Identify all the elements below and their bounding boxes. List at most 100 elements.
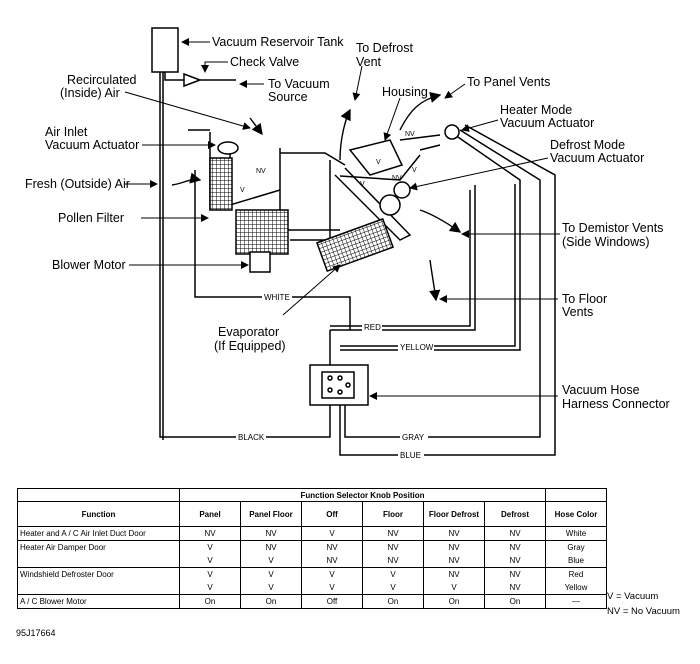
mark-nv-defrost: NV bbox=[392, 175, 402, 182]
defrost-mode-actuator bbox=[393, 181, 411, 199]
label-pollen-filter: Pollen Filter bbox=[58, 211, 124, 225]
value-text: NV bbox=[509, 543, 521, 552]
hose-label-red: RED bbox=[364, 323, 381, 332]
hose-color-text: Yellow bbox=[564, 583, 588, 592]
value-text: V bbox=[207, 583, 213, 592]
value-text: On bbox=[509, 597, 521, 606]
table-corner bbox=[17, 488, 180, 502]
hose-color-text: Gray bbox=[567, 543, 585, 552]
figure-code: 95J17664 bbox=[16, 628, 56, 638]
table-header-cell: Floor Defrost bbox=[423, 501, 485, 527]
value-text: NV bbox=[448, 556, 460, 565]
label-evaporator-1: Evaporator bbox=[218, 325, 279, 339]
value-text: V bbox=[268, 583, 274, 592]
heater-mode-actuator bbox=[444, 124, 460, 140]
mark-v-inlet: V bbox=[240, 187, 245, 194]
value-text: On bbox=[387, 597, 399, 606]
value-text: NV bbox=[448, 543, 460, 552]
mark-v-heater: V bbox=[376, 159, 381, 166]
value-cell: On bbox=[423, 594, 485, 609]
blower-fan bbox=[235, 209, 289, 255]
label-defrost-mode-1: Defrost Mode bbox=[550, 138, 625, 152]
label-panel-vents: To Panel Vents bbox=[467, 75, 550, 89]
table-header-cell: Panel Floor bbox=[240, 501, 302, 527]
mark-nv-inlet: NV bbox=[256, 168, 266, 175]
blue-hose bbox=[339, 124, 556, 456]
legend-vacuum: V = Vacuum bbox=[607, 591, 659, 602]
hose-color-cell: — bbox=[545, 594, 607, 609]
value-text: V bbox=[390, 570, 396, 579]
label-floor-vents-1: To Floor bbox=[562, 292, 607, 306]
value-cell: NV bbox=[362, 526, 424, 541]
table-header-cell: Defrost bbox=[484, 501, 546, 527]
table-group-header: Function Selector Knob Position bbox=[179, 488, 546, 502]
label-floor-vents-2: Vents bbox=[562, 305, 593, 319]
value-text: NV bbox=[448, 570, 460, 579]
value-text: NV bbox=[204, 529, 216, 538]
hose-label-gray: GRAY bbox=[402, 433, 425, 442]
value-text: NV bbox=[265, 543, 277, 552]
label-defrost-vent-1: To Defrost bbox=[356, 41, 413, 55]
value-cell: On bbox=[240, 594, 302, 609]
value-text: NV bbox=[509, 556, 521, 565]
value-cell: NV bbox=[179, 526, 241, 541]
housing-door bbox=[348, 139, 404, 176]
table-header-cell: Hose Color bbox=[545, 501, 607, 527]
value-text: V bbox=[390, 583, 396, 592]
label-air-inlet-1: Air Inlet bbox=[45, 125, 88, 139]
value-text: On bbox=[448, 597, 460, 606]
mark-v-housing: V bbox=[360, 181, 365, 188]
value-cell: NV bbox=[484, 526, 546, 541]
hose-color-text: Blue bbox=[567, 556, 584, 565]
label-air-inlet-2: Vacuum Actuator bbox=[45, 138, 139, 152]
function-cell: Heater Air Damper Door bbox=[17, 540, 180, 568]
value-text: V bbox=[207, 556, 213, 565]
label-to-vacuum-2: Source bbox=[268, 90, 308, 104]
value-text: NV bbox=[448, 529, 460, 538]
air-inlet-actuator bbox=[217, 141, 239, 155]
value-text: NV bbox=[387, 556, 399, 565]
hose-label-yellow: YELLOW bbox=[400, 343, 434, 352]
label-recirculated-2: (Inside) Air bbox=[60, 86, 120, 100]
label-heater-mode-1: Heater Mode bbox=[500, 103, 572, 117]
label-evaporator-2: (If Equipped) bbox=[214, 339, 286, 353]
label-demistor-1: To Demistor Vents bbox=[562, 221, 663, 235]
value-text: V bbox=[268, 570, 274, 579]
label-fresh-air: Fresh (Outside) Air bbox=[25, 177, 130, 191]
hose-color-text: White bbox=[565, 529, 587, 538]
label-demistor-2: (Side Windows) bbox=[562, 235, 650, 249]
value-text: NV bbox=[387, 543, 399, 552]
label-blower-motor: Blower Motor bbox=[52, 258, 126, 272]
value-text: V bbox=[451, 583, 457, 592]
vacuum-system-diagram: Vacuum Reservoir Tank Check Valve To Vac… bbox=[25, 27, 670, 460]
label-defrost-mode-2: Vacuum Actuator bbox=[550, 151, 644, 165]
label-recirculated-1: Recirculated bbox=[67, 73, 137, 87]
mark-v-defrost: V bbox=[412, 167, 417, 174]
label-vacuum-reservoir-tank: Vacuum Reservoir Tank bbox=[212, 35, 344, 49]
value-text: NV bbox=[509, 583, 521, 592]
value-text: Off bbox=[326, 597, 338, 606]
value-text: V bbox=[207, 543, 213, 552]
value-text: NV bbox=[387, 529, 399, 538]
value-cell: V bbox=[301, 526, 363, 541]
value-text: On bbox=[204, 597, 216, 606]
function-cell: Windshield Defroster Door bbox=[17, 567, 180, 595]
value-cell: NV NV bbox=[484, 540, 546, 568]
hose-color-text: — bbox=[572, 597, 580, 606]
label-check-valve: Check Valve bbox=[230, 55, 299, 69]
gray-hose bbox=[344, 129, 541, 438]
table-header-cell: Panel bbox=[179, 501, 241, 527]
vacuum-reservoir-tank bbox=[151, 27, 179, 73]
label-harness-1: Vacuum Hose bbox=[562, 383, 640, 397]
